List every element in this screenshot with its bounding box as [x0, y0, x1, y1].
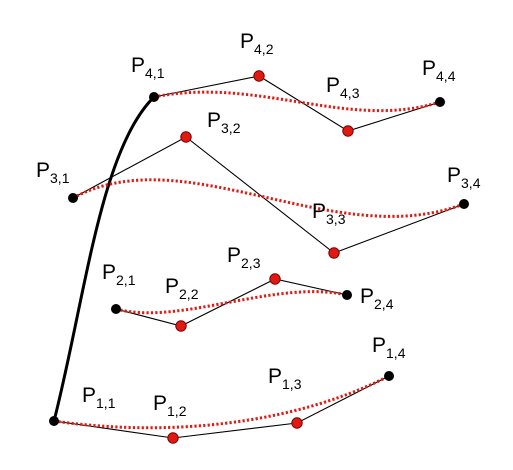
- label-p1-1: P1,1: [82, 384, 116, 411]
- point-subscript: 2,2: [179, 286, 199, 302]
- point-subscript: 3,4: [461, 175, 481, 191]
- point-subscript: 4,4: [436, 68, 456, 84]
- control-point-p1-1: [49, 416, 59, 426]
- label-p3-1: P3,1: [36, 159, 70, 186]
- label-p3-2: P3,2: [207, 109, 241, 136]
- point-subscript: 1,4: [386, 345, 406, 361]
- control-polygon-row-1: [53, 375, 390, 439]
- point-letter: P: [447, 164, 461, 187]
- bezier-curve-row-1: [53, 374, 390, 430]
- label-p4-3: P4,3: [326, 74, 360, 101]
- control-point-p4-3: [342, 125, 354, 137]
- point-letter: P: [360, 285, 374, 308]
- point-subscript: 4,1: [145, 65, 165, 81]
- point-subscript: 2,3: [241, 255, 261, 271]
- control-polygon-row-3: [72, 136, 465, 254]
- label-p2-3: P2,3: [227, 244, 261, 271]
- point-subscript: 2,1: [116, 272, 136, 288]
- control-point-p2-3: [269, 273, 281, 285]
- boundary-curve-layer: [52, 95, 156, 422]
- point-subscript: 4,3: [340, 85, 360, 101]
- bezier-curve-row-4: [153, 90, 441, 113]
- point-letter: P: [131, 54, 145, 77]
- control-point-p3-2: [180, 131, 192, 143]
- control-point-p3-1: [68, 193, 78, 203]
- point-letter: P: [372, 334, 386, 357]
- point-letter: P: [102, 261, 116, 284]
- control-point-p1-2: [167, 432, 179, 444]
- point-subscript: 1,1: [96, 395, 116, 411]
- bezier-curve-row-2: [115, 290, 348, 315]
- control-point-p4-4: [435, 97, 445, 107]
- point-letter: P: [82, 384, 96, 407]
- point-letter: P: [312, 200, 326, 223]
- point-letter: P: [268, 365, 282, 388]
- point-subscript: 3,3: [326, 211, 346, 227]
- point-subscript: 3,1: [50, 170, 70, 186]
- control-polygon-row-2: [115, 278, 348, 327]
- control-point-p1-3: [291, 417, 303, 429]
- control-point-p1-4: [384, 371, 394, 381]
- label-p3-3: P3,3: [312, 200, 346, 227]
- control-point-p2-2: [175, 320, 187, 332]
- label-p1-4: P1,4: [372, 334, 406, 361]
- label-p2-1: P2,1: [102, 261, 136, 288]
- control-point-p4-1: [149, 92, 159, 102]
- point-letter: P: [240, 30, 254, 53]
- label-p2-4: P2,4: [360, 285, 394, 312]
- boundary-curve: [52, 95, 156, 422]
- point-subscript: 1,2: [167, 403, 187, 419]
- label-p4-1: P4,1: [131, 54, 165, 81]
- control-point-p4-2: [253, 70, 265, 82]
- point-letter: P: [153, 392, 167, 415]
- point-subscript: 4,2: [254, 41, 274, 57]
- control-point-p2-4: [342, 290, 352, 300]
- bezier-curve-row-3: [72, 178, 465, 218]
- point-subscript: 2,4: [374, 296, 394, 312]
- control-point-p3-3: [328, 247, 340, 259]
- point-letter: P: [227, 244, 241, 267]
- label-p2-2: P2,2: [165, 275, 199, 302]
- point-subscript: 3,2: [221, 120, 241, 136]
- control-point-p2-1: [111, 304, 121, 314]
- point-letter: P: [36, 159, 50, 182]
- point-subscript: 1,3: [282, 376, 302, 392]
- control-point-layer: [49, 70, 469, 444]
- control-point-p3-4: [459, 199, 469, 209]
- point-letter: P: [207, 109, 221, 132]
- label-p4-2: P4,2: [240, 30, 274, 57]
- point-letter: P: [165, 275, 179, 298]
- bezier-curve-layer: [53, 90, 465, 430]
- control-polygon-row-4: [153, 75, 441, 132]
- point-letter: P: [326, 74, 340, 97]
- label-p3-4: P3,4: [447, 164, 481, 191]
- label-p1-2: P1,2: [153, 392, 187, 419]
- point-letter: P: [422, 57, 436, 80]
- label-p1-3: P1,3: [268, 365, 302, 392]
- label-p4-4: P4,4: [422, 57, 456, 84]
